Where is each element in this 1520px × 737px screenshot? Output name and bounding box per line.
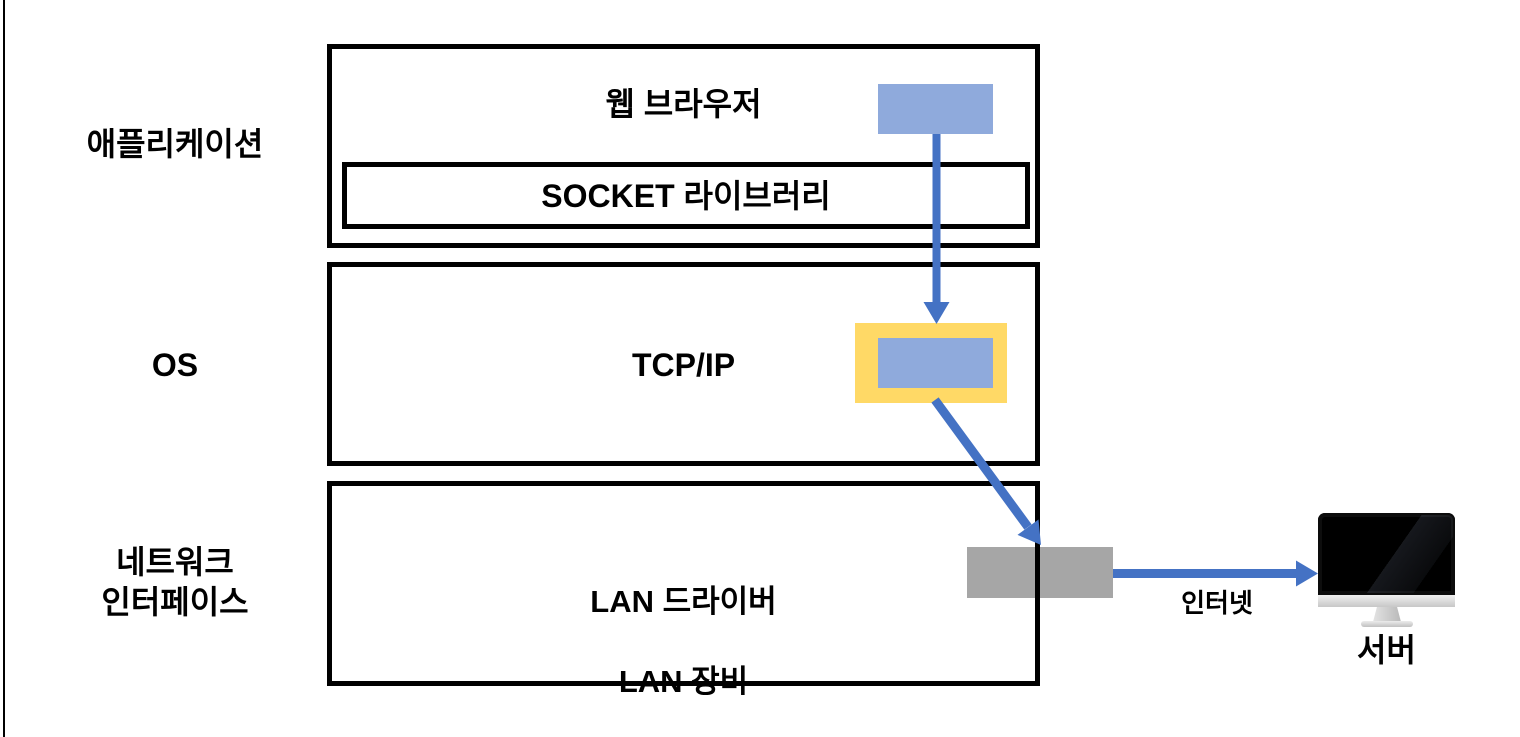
lan-label-line2: LAN 장비 bbox=[618, 664, 749, 699]
monitor-chin bbox=[1318, 595, 1455, 607]
server-label: 서버 bbox=[1357, 632, 1416, 668]
os-layer-box bbox=[327, 262, 1040, 466]
data-packet-top-icon bbox=[878, 84, 993, 134]
monitor-stand-base bbox=[1361, 621, 1413, 627]
web-browser-label: 웹 브라우저 bbox=[605, 86, 762, 122]
network-layer-box bbox=[327, 481, 1040, 686]
socket-library-label: SOCKET 라이브러리 bbox=[541, 177, 831, 214]
monitor-stand-neck bbox=[1373, 607, 1401, 622]
lan-label: LAN 드라이버 LAN 장비 bbox=[327, 542, 1040, 737]
data-packet-tcp-icon bbox=[878, 338, 993, 388]
arrow-right-icon bbox=[1113, 560, 1318, 587]
layer-label-network: 네트워크 인터페이스 bbox=[30, 542, 320, 622]
internet-label: 인터넷 bbox=[1181, 588, 1253, 618]
layer-label-network-line2: 인터페이스 bbox=[101, 584, 249, 620]
lan-label-line1: LAN 드라이버 bbox=[590, 584, 777, 619]
layer-label-network-line1: 네트워크 bbox=[116, 544, 234, 580]
layer-label-application: 애플리케이션 bbox=[86, 126, 264, 162]
lan-adapter-icon bbox=[967, 547, 1113, 598]
socket-library-box: SOCKET 라이브러리 bbox=[342, 162, 1030, 229]
monitor-screen bbox=[1318, 513, 1455, 595]
layer-label-os: OS bbox=[151, 347, 199, 383]
application-layer-box bbox=[327, 44, 1040, 248]
tcp-ip-label: TCP/IP bbox=[631, 347, 736, 383]
left-frame-line bbox=[3, 0, 5, 737]
